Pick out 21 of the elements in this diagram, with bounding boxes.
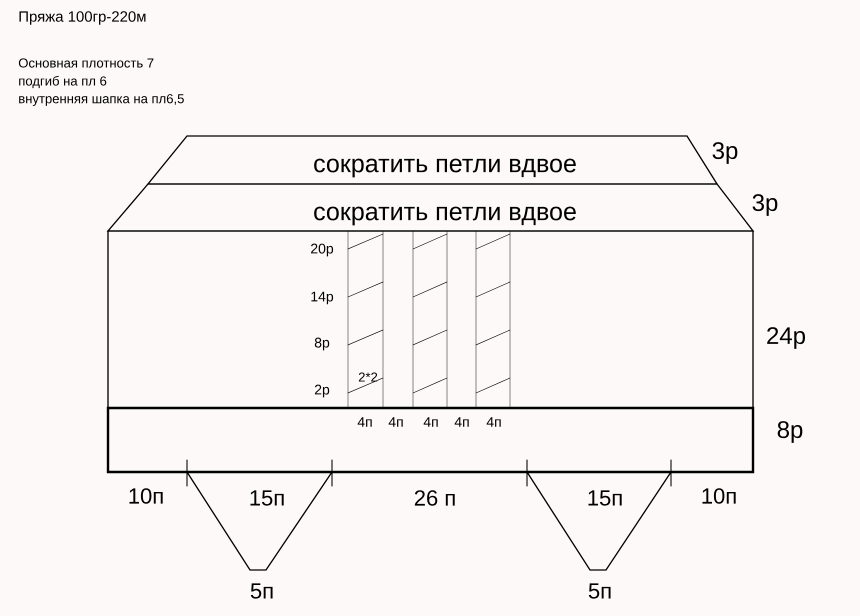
- pattern-label: 2*2: [358, 372, 378, 382]
- panel: [107, 230, 754, 409]
- note: Основная плотность 7: [18, 58, 154, 68]
- note: подгиб на пл 6: [19, 76, 106, 88]
- stitch-count-label: 4п: [454, 417, 469, 427]
- row-count: 24р: [767, 327, 805, 349]
- stitch-count-label: 4п: [358, 417, 372, 427]
- stitch-count-label: 4п: [388, 417, 403, 427]
- title: Пряжа 100гр-220м: [19, 11, 146, 25]
- row-label: 14р: [311, 292, 334, 304]
- row-label: 2р: [314, 384, 330, 398]
- note: внутренняя шапка на пл6,5: [19, 94, 184, 106]
- stitch-count-label: 5п: [250, 583, 273, 599]
- stitch-count-label: 4п: [486, 417, 501, 427]
- stitch-count-label: 5п: [588, 583, 611, 599]
- panel: [106, 406, 754, 474]
- row-count: 8р: [778, 421, 802, 443]
- row-count: 3р: [752, 194, 778, 216]
- row-label: 8р: [314, 338, 330, 350]
- stitch-count-label: 4п: [424, 417, 438, 427]
- row-label: 20р: [311, 244, 334, 256]
